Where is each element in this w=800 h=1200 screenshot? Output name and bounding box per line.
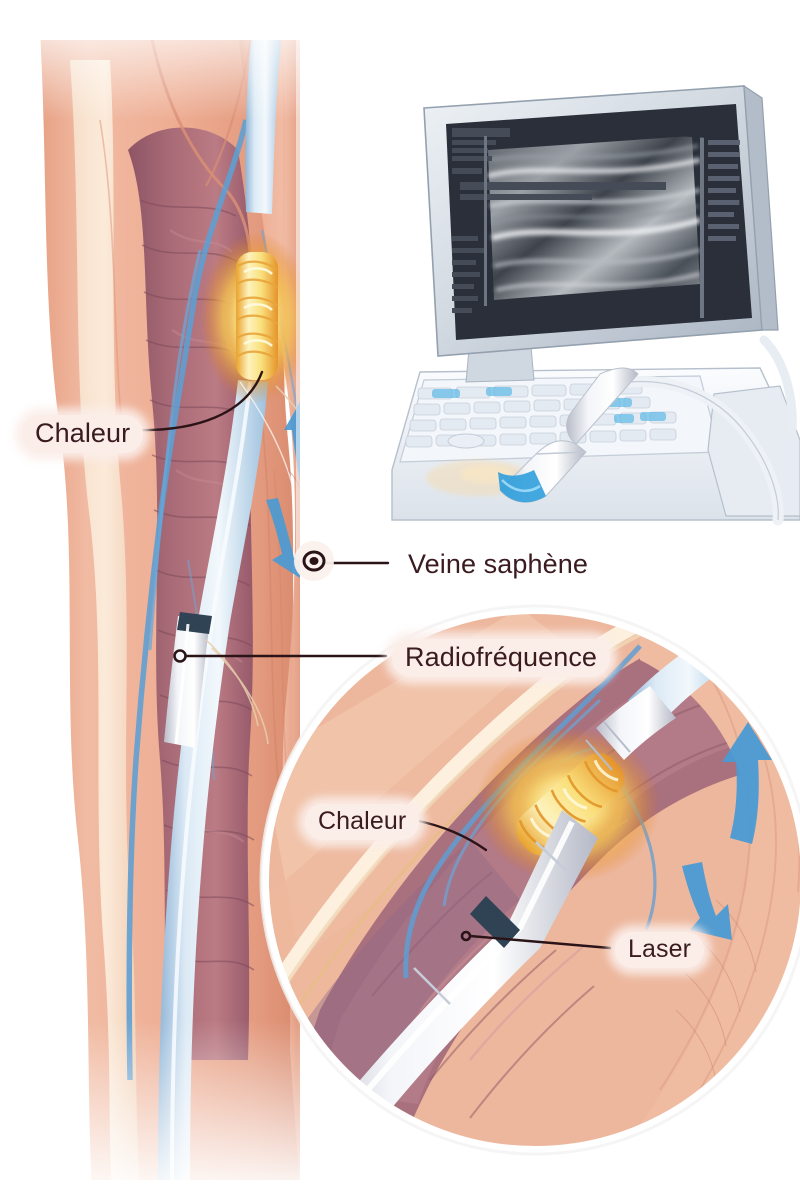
top-fade: [0, 0, 340, 120]
inset-rim: [261, 606, 800, 1154]
flow-arrow-up: [284, 402, 300, 522]
inset-arrow-down: [682, 862, 732, 940]
veine-saphene-marker: [294, 541, 334, 581]
heat-glow-coil: [236, 252, 279, 380]
monitor-cable: [759, 335, 797, 435]
saphenous-vein-branch: [148, 249, 202, 651]
ultrasound-probe[interactable]: [498, 367, 639, 503]
leader-chaleur-main: [130, 370, 264, 432]
ultrasound-machine: [391, 84, 800, 526]
leader-dot-laser: [460, 930, 472, 942]
catheter-handle: [164, 612, 212, 748]
inset-fascia-line: [267, 612, 742, 1005]
probe-tip: [498, 470, 546, 503]
leg-cross-section: [40, 40, 300, 1180]
label-chaleur-inset: Chaleur: [305, 804, 420, 840]
monitor-bezel-side: [743, 84, 779, 331]
label-veine-saphene: Veine saphène: [408, 549, 588, 579]
console-illuminated-keys[interactable]: [432, 387, 666, 423]
magnified-circle-inset: [259, 604, 800, 1156]
label-radiofrequence: Radiofréquence: [392, 639, 611, 678]
catheter-shaft-main: [158, 380, 268, 1180]
fascia-layer-left: [70, 60, 140, 1180]
screen-ui-chrome: [452, 128, 666, 313]
bottom-fade: [0, 1020, 340, 1200]
leader-laser: [468, 934, 612, 950]
leader-chaleur-inset: [412, 818, 488, 852]
console-trackball[interactable]: [447, 433, 485, 449]
label-laser: Laser: [615, 932, 705, 968]
label-chaleur-main: Chaleur: [22, 415, 144, 454]
catheter-band: [177, 612, 212, 634]
inset-catheter-band: [470, 896, 520, 948]
leader-dot-radiofrequence: [173, 649, 187, 663]
inset-arrow-up: [722, 722, 772, 844]
